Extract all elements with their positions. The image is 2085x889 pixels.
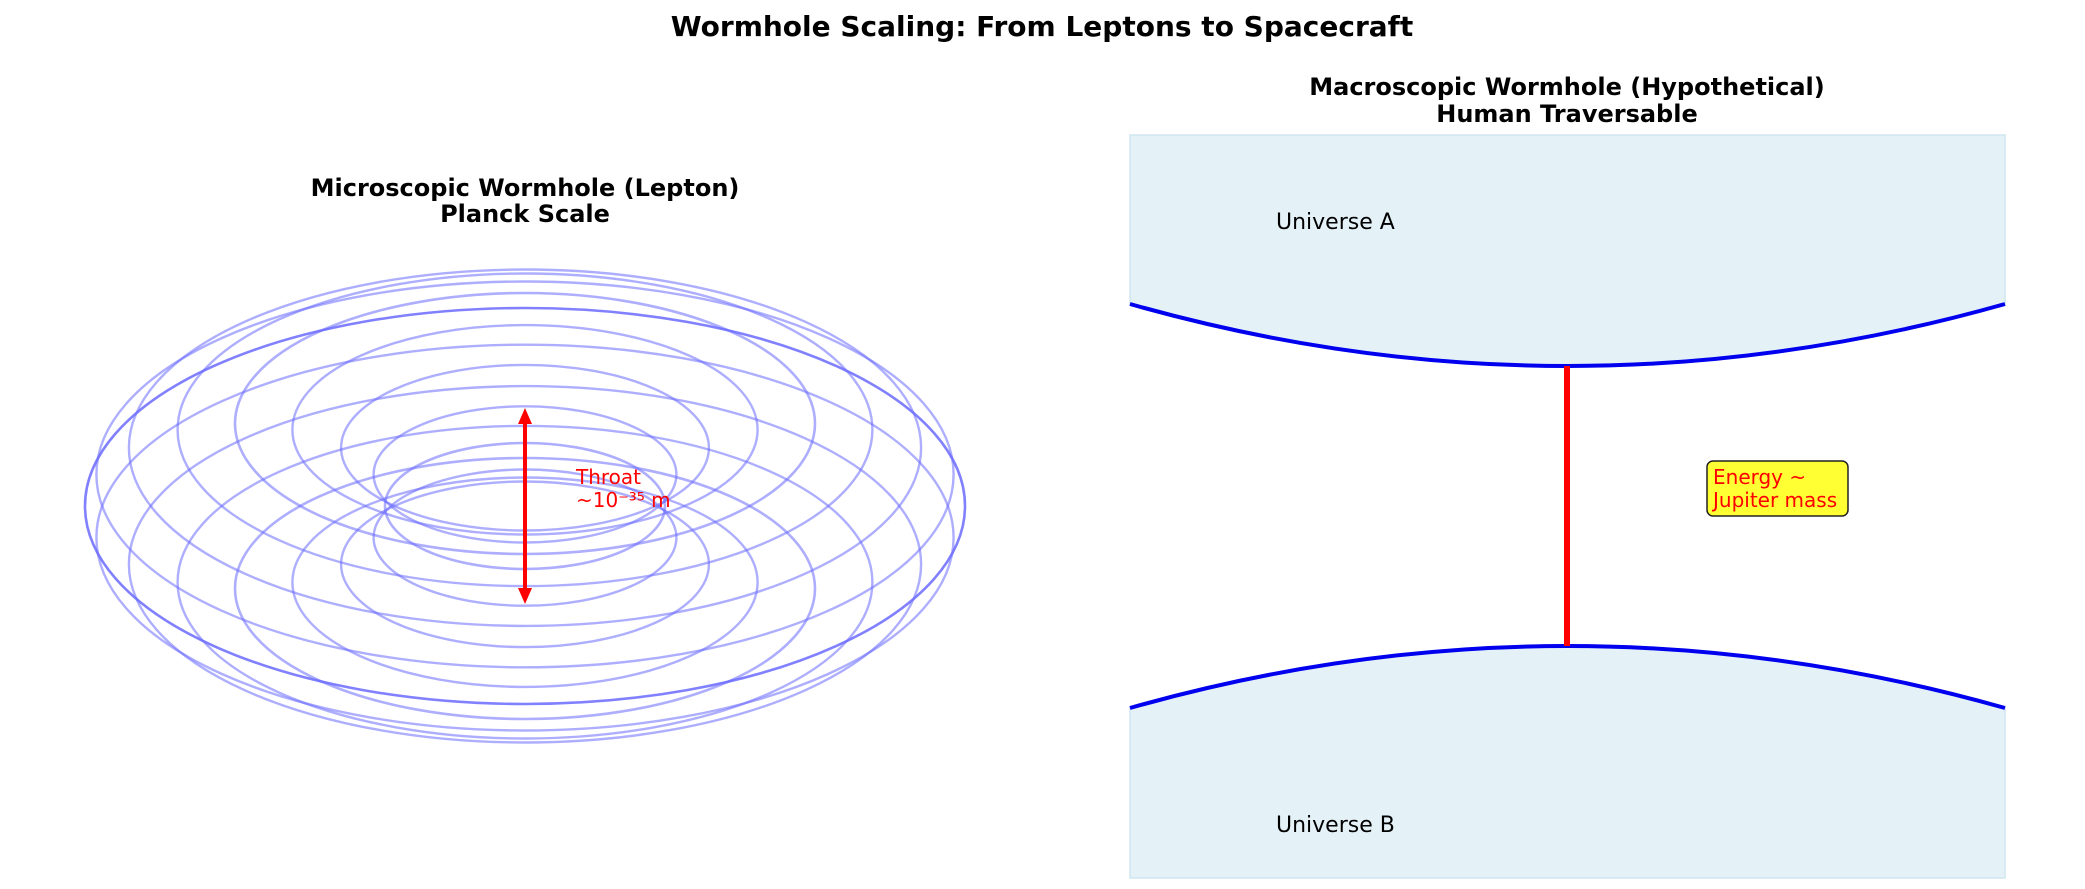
left-panel-title: Microscopic Wormhole (Lepton) [311, 174, 740, 202]
throat-size-label: ~10⁻³⁵ m [576, 488, 671, 512]
universe-a-region [1129, 134, 2006, 367]
right-panel-title: Macroscopic Wormhole (Hypothetical) [1309, 73, 1825, 101]
throat-label: Throat [575, 465, 641, 489]
torus-ring [83, 306, 967, 706]
right-panel-subtitle: Human Traversable [1436, 100, 1698, 128]
figure-title: Wormhole Scaling: From Leptons to Spacec… [671, 10, 1413, 43]
universe-b-region [1129, 645, 2006, 879]
torus-ring [95, 343, 955, 732]
throat-arrow-head-bottom [518, 588, 532, 604]
left-panel-subtitle: Planck Scale [440, 200, 610, 228]
right-panel: Macroscopic Wormhole (Hypothetical) Huma… [1129, 73, 2006, 879]
universe-b-label: Universe B [1276, 813, 1395, 838]
torus-ring [127, 384, 923, 744]
energy-label: Energy ~ [1713, 465, 1806, 489]
torus-ring [95, 280, 955, 669]
throat-arrow [518, 408, 532, 604]
energy-value-label: Jupiter mass [1711, 488, 1837, 512]
universe-a-label: Universe A [1276, 210, 1395, 235]
throat-arrow-head-top [518, 408, 532, 424]
energy-box [1706, 460, 1849, 517]
torus-ring [127, 268, 923, 628]
left-panel: Microscopic Wormhole (Lepton) Planck Sca… [83, 174, 967, 744]
